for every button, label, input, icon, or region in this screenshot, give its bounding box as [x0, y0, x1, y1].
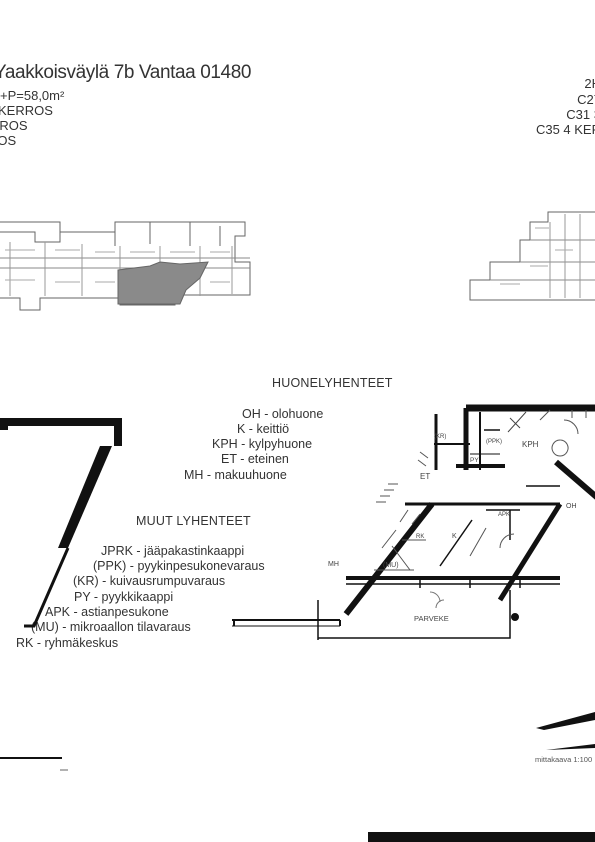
plan-label-rk: RK	[416, 534, 424, 540]
apartment-type: 2H	[584, 76, 595, 91]
other-abbr-item: PY - pyykkikaappi	[74, 590, 174, 604]
room-abbr-heading: HUONELYHENTEET	[272, 376, 393, 390]
room-abbr-item: MH - makuuhuone	[184, 468, 287, 482]
other-abbr-heading: MUUT LYHENTEET	[136, 514, 251, 528]
other-abbr-item: RK - ryhmäkeskus	[16, 636, 119, 650]
bottom-bar	[368, 832, 595, 842]
plan-label-kr: (KR)	[434, 434, 446, 440]
address-title: Yaakkoisväylä 7b Vantaa 01480	[0, 62, 252, 83]
plan-label-apk: APK	[498, 512, 510, 518]
key-plan-left	[0, 221, 251, 311]
plan-label-k: K	[452, 533, 457, 540]
plan-label-ppk: (PPK)	[486, 439, 502, 445]
other-abbr-item: (MU) - mikroaallon tilavaraus	[31, 620, 191, 634]
other-abbr-item: JPRK - jääpakastinkaappi	[101, 544, 245, 558]
plan-label-parveke: PARVEKE	[414, 614, 449, 623]
other-abbr-item: (KR) - kuivausrumpuvaraus	[73, 574, 226, 588]
highlighted-apartment	[117, 261, 209, 305]
floor-line-2: RROS	[0, 118, 28, 133]
room-abbr-item: ET - eteinen	[221, 452, 289, 466]
unit-line-1: C27	[577, 92, 595, 107]
floor-plan	[232, 404, 595, 640]
other-abbr-item: (PPK) - pyykinpesukonevaraus	[93, 559, 265, 573]
room-abbr-item: KPH - kylpyhuone	[212, 437, 313, 451]
floor-line-1: KERROS	[0, 103, 53, 118]
plan-label-kph: KPH	[522, 440, 539, 449]
north-arrow-icon	[536, 712, 595, 750]
scale-text: mittakaava 1:100	[535, 755, 593, 764]
key-plan-right	[469, 211, 595, 301]
plan-label-et: ET	[420, 472, 430, 481]
room-abbr-item: OH - olohuone	[242, 407, 324, 421]
room-abbr-item: K - keittiö	[237, 422, 290, 436]
left-wall-fragment	[0, 418, 122, 771]
area-text: +P=58,0m²	[0, 88, 65, 103]
unit-line-3: C35 4 KER	[535, 122, 595, 137]
plan-label-oh: OH	[566, 503, 577, 510]
other-abbr-item: APK - astianpesukone	[45, 605, 169, 619]
plan-label-mh: MH	[328, 561, 339, 568]
floor-line-3: ROS	[0, 133, 17, 148]
plan-label-py: PY	[470, 457, 479, 464]
unit-line-2: C31 3	[566, 107, 595, 122]
plan-label-mu: (MU)	[383, 562, 399, 569]
